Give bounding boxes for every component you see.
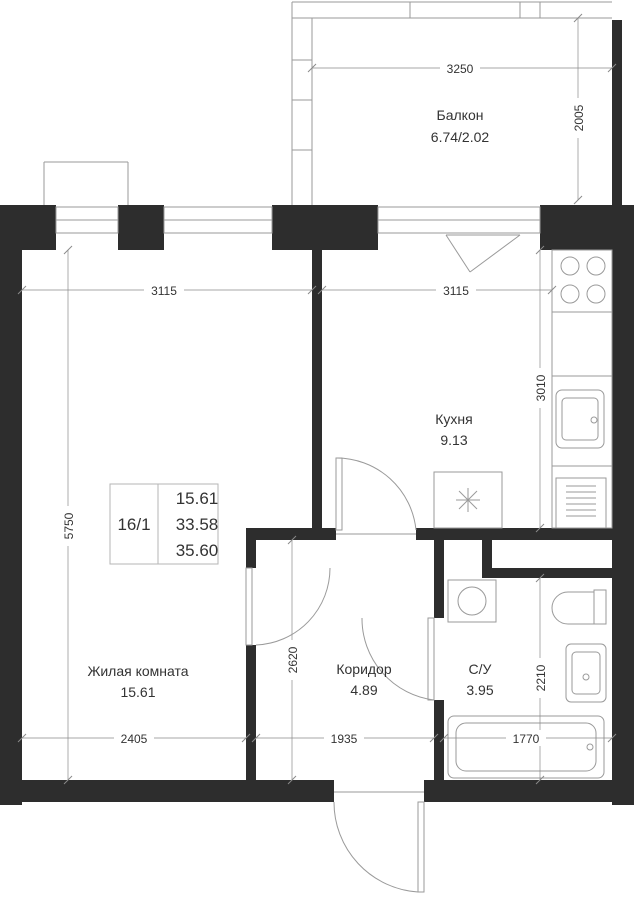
washing-machine-icon	[447, 579, 497, 623]
living-room-area: 15.61	[120, 684, 155, 700]
balcony-wall	[612, 20, 622, 208]
dim-kitchen-width: 3115	[443, 284, 469, 298]
windows	[55, 206, 541, 234]
kitchen-sink-icon	[555, 389, 605, 449]
living-area-value: 15.61	[176, 489, 219, 508]
dimension-ticks	[17, 13, 617, 785]
corridor-name: Коридор	[336, 661, 392, 677]
dim-bottom-left: 2405	[121, 732, 148, 746]
bathroom-area: 3.95	[466, 682, 493, 698]
balcony-name: Балкон	[437, 107, 484, 123]
dim-corridor-width: 1935	[331, 732, 358, 746]
entrance-door	[333, 791, 425, 893]
bathroom-sink-icon	[565, 643, 607, 703]
window-ledge	[43, 161, 129, 205]
kitchen-door	[335, 457, 417, 535]
toilet-icon	[551, 589, 607, 625]
living-room-door	[245, 567, 331, 646]
bathroom-name: С/У	[469, 661, 492, 677]
dim-corridor-depth: 2620	[286, 646, 300, 673]
walls	[0, 205, 634, 805]
bathroom-door	[361, 617, 435, 701]
dishwasher-icon	[555, 477, 607, 529]
apartment-number: 16/1	[117, 515, 150, 534]
apartment-info-box: 16/1 15.61 33.58 35.60	[109, 483, 219, 565]
bathtub-icon	[447, 715, 605, 779]
dim-kitchen-depth: 3010	[534, 374, 548, 401]
balcony-structure	[291, 1, 612, 205]
corridor-area: 4.89	[350, 682, 377, 698]
balcony-door	[445, 234, 521, 273]
dim-balcony-depth: 2005	[572, 104, 586, 131]
dimension-labels: 3250 2005 3115 3115 3010 5750 2620 2210 …	[60, 60, 586, 746]
stove-icon	[560, 256, 606, 304]
dim-living-width: 3115	[151, 284, 177, 298]
fridge-icon	[433, 471, 503, 529]
kitchen-name: Кухня	[435, 411, 472, 427]
dim-bath-depth: 2210	[534, 664, 548, 691]
total-area-value: 33.58	[176, 515, 219, 534]
dim-balcony-width: 3250	[447, 62, 474, 76]
living-room-name: Жилая комната	[87, 663, 188, 679]
dim-bath-width: 1770	[513, 732, 540, 746]
dim-living-length: 5750	[62, 512, 76, 539]
kitchen-area: 9.13	[440, 432, 467, 448]
balcony-area: 6.74/2.02	[431, 129, 490, 145]
total-with-balcony-value: 35.60	[176, 541, 219, 560]
